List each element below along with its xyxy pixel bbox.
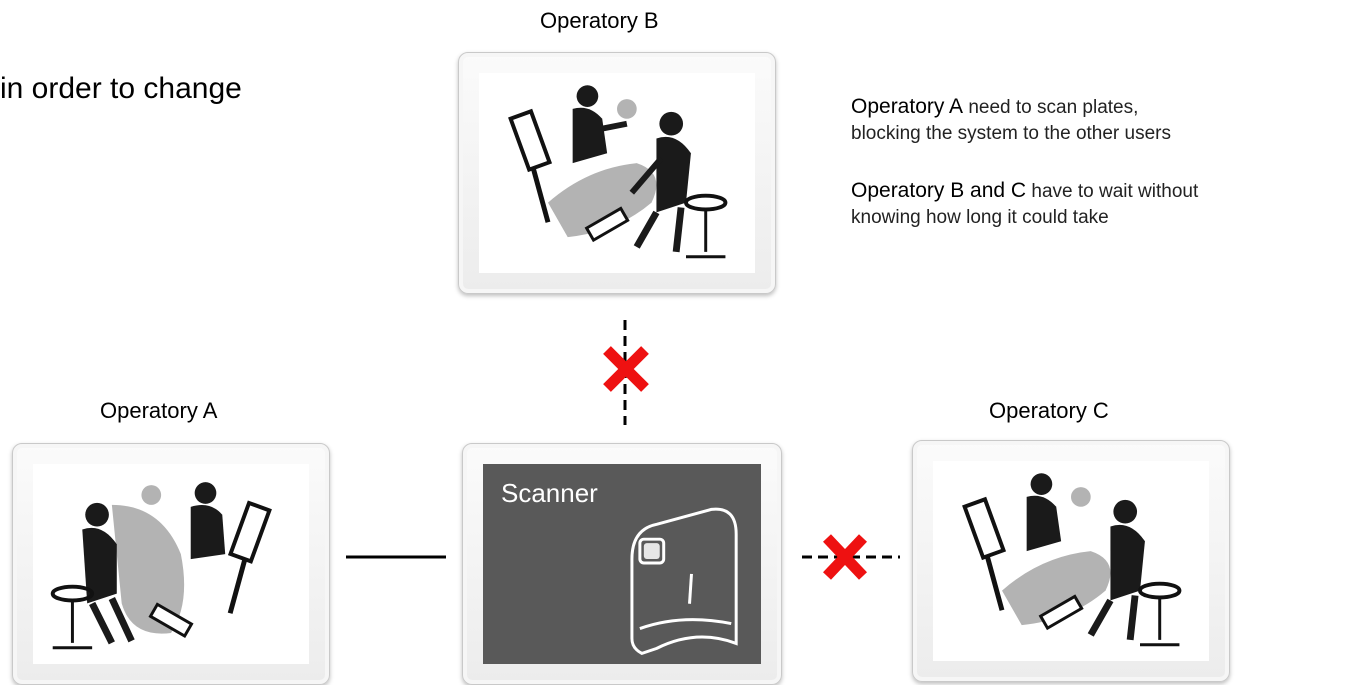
dental-chair-icon [508,85,728,259]
note-text: need to scan plates, [963,97,1139,118]
note-text: blocking the system to the other users [851,123,1171,144]
operatory-c-label: Operatory C [989,398,1109,423]
scanner-label: Scanner [501,478,598,508]
scanner-icon [630,507,738,655]
note-highlight: Operatory A [851,95,964,118]
operatory-a-card[interactable] [12,443,330,685]
dental-operatory-illustration [33,464,309,664]
blocked-x-icon-c [823,534,867,580]
operatory-a-label: Operatory A [100,398,218,423]
note-operatory-a: Operatory A need to scan plates, blockin… [851,94,1171,147]
blocked-x-icon-b [603,346,649,392]
note-highlight: Operatory B and C [851,179,1027,202]
note-operatory-b-c: Operatory B and C have to wait without k… [851,178,1198,231]
scanner-panel: Scanner [483,464,761,664]
operatory-b-label: Operatory B [540,8,659,33]
note-text: have to wait without [1026,181,1199,202]
scanner-card[interactable]: Scanner [462,443,782,685]
operatory-c-card[interactable] [912,440,1230,682]
dental-chair-icon [962,473,1182,647]
dental-operatory-illustration [479,73,755,273]
dental-chair-icon [50,482,272,650]
intro-text: in order to change [0,72,242,105]
note-text: knowing how long it could take [851,207,1109,228]
dental-operatory-illustration [933,461,1209,661]
operatory-b-card[interactable] [458,52,776,294]
